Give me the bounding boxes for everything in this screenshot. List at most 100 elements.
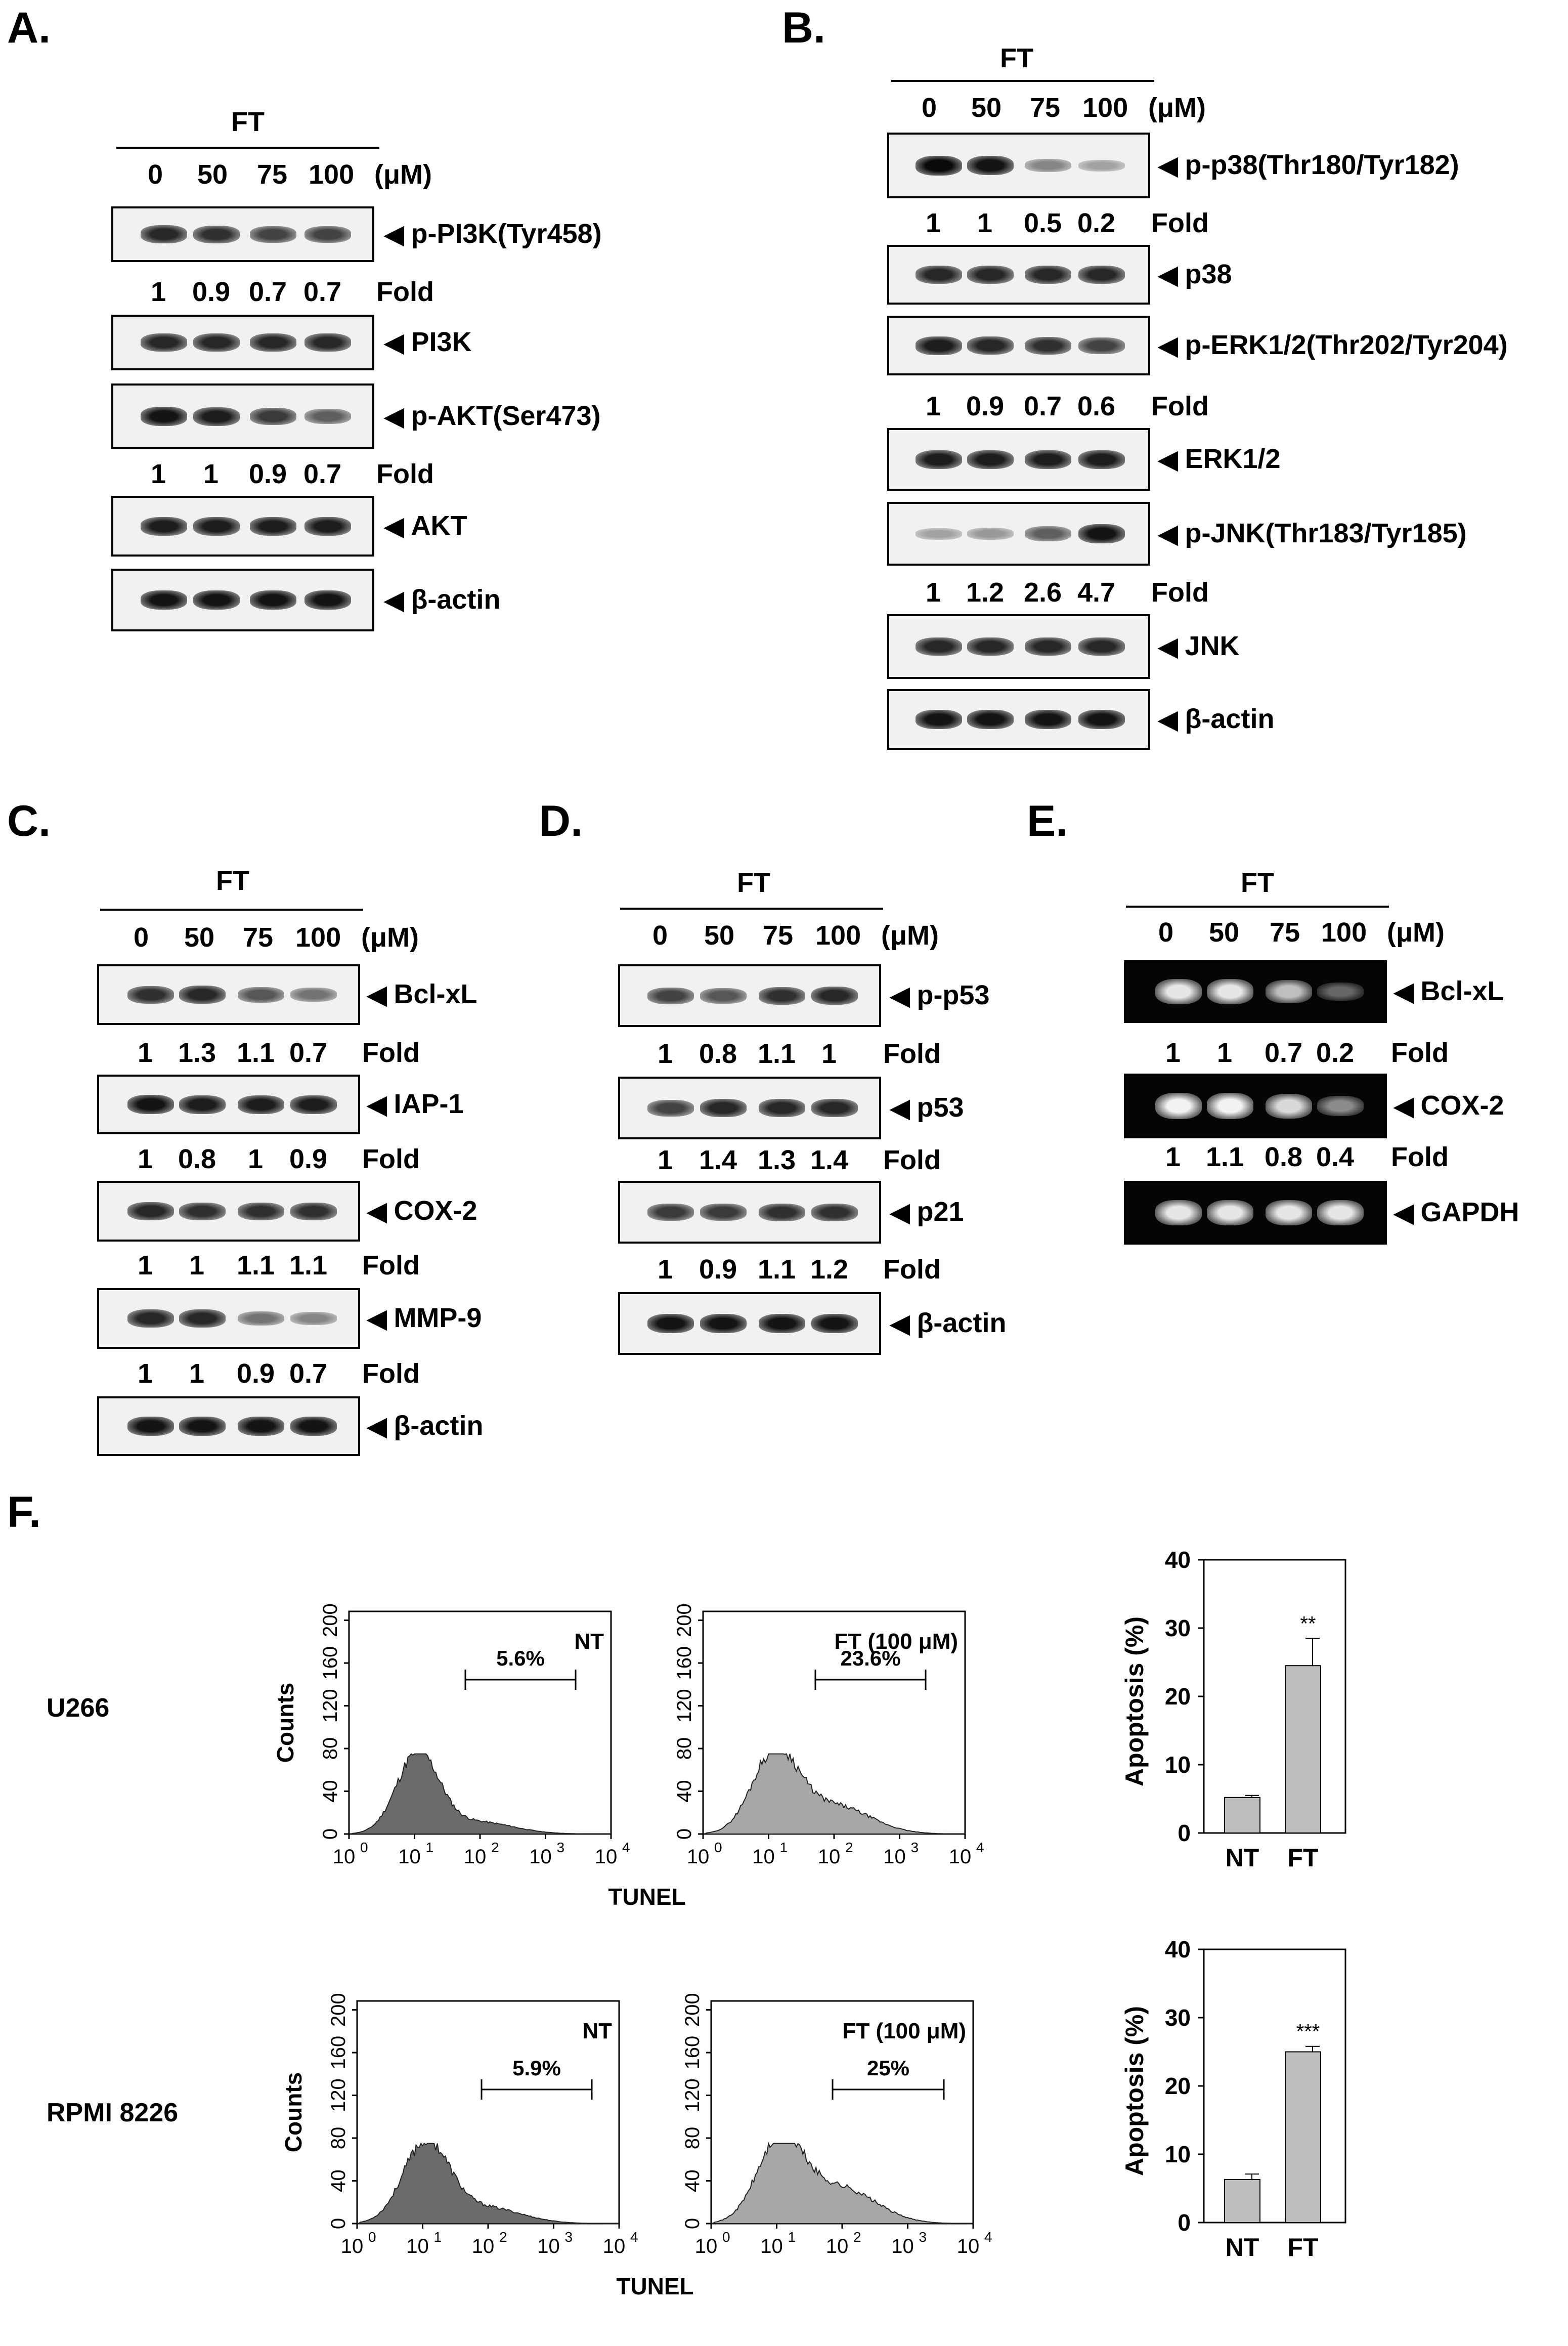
band bbox=[141, 407, 187, 426]
band bbox=[250, 590, 296, 610]
x-tick-exponent: 1 bbox=[434, 2229, 442, 2245]
band bbox=[1266, 1093, 1312, 1119]
dose-unit: (μM) bbox=[1387, 917, 1445, 948]
band bbox=[1078, 266, 1125, 284]
band bbox=[811, 987, 858, 1005]
blot-c-mmp-9 bbox=[97, 1288, 360, 1349]
fold-value: 1 bbox=[138, 1038, 153, 1068]
blot-label-text: β-actin bbox=[917, 1308, 1007, 1338]
band bbox=[250, 226, 296, 243]
fold-value: 1 bbox=[138, 1358, 153, 1389]
fold-value: 1 bbox=[151, 277, 166, 307]
fold-label: Fold bbox=[362, 1250, 420, 1281]
blot-label-text: MMP-9 bbox=[394, 1303, 482, 1333]
dose-unit: (μM) bbox=[374, 159, 432, 190]
x-tick-exponent: 3 bbox=[557, 1840, 565, 1855]
blot-label: ◀AKT bbox=[384, 510, 467, 541]
band bbox=[250, 333, 296, 352]
dose-100: 100 bbox=[1082, 93, 1128, 123]
y-tick-label: 200 bbox=[319, 1603, 341, 1637]
blot-label: ◀IAP-1 bbox=[367, 1088, 464, 1120]
y-tick-label: 30 bbox=[1165, 1615, 1191, 1641]
blot-label-text: IAP-1 bbox=[394, 1089, 464, 1119]
dose-unit: (μM) bbox=[881, 920, 939, 951]
bar-category-label: NT bbox=[1226, 1844, 1259, 1872]
fold-label: Fold bbox=[1151, 391, 1209, 421]
y-tick-label: 200 bbox=[327, 1993, 350, 2027]
fold-value: 0.8 bbox=[178, 1144, 216, 1174]
band bbox=[179, 1202, 226, 1220]
fold-value: 1.2 bbox=[966, 577, 1005, 608]
blot-b-p38 bbox=[887, 245, 1150, 305]
band bbox=[127, 1417, 174, 1436]
blot-label-text: PI3K bbox=[411, 327, 472, 357]
band bbox=[290, 1312, 337, 1325]
x-tick-exponent: 0 bbox=[714, 1840, 722, 1855]
blot-label-text: p-p53 bbox=[917, 980, 990, 1010]
band bbox=[304, 409, 351, 424]
x-tick-exponent: 2 bbox=[845, 1840, 853, 1855]
band bbox=[127, 1202, 174, 1220]
band bbox=[700, 988, 747, 1004]
bar bbox=[1224, 2179, 1260, 2223]
panel-letter-d: D. bbox=[539, 797, 583, 845]
band bbox=[304, 226, 351, 243]
blot-label-text: ERK1/2 bbox=[1185, 444, 1281, 474]
band bbox=[700, 1204, 747, 1221]
blot-label: ◀p-AKT(Ser473) bbox=[384, 400, 601, 432]
band bbox=[304, 590, 351, 610]
blot-e-bcl-xl bbox=[1124, 960, 1387, 1023]
cell-line-label: U266 bbox=[47, 1693, 110, 1723]
fold-value: 1 bbox=[926, 208, 941, 238]
treatment-bracket bbox=[891, 80, 1154, 82]
band bbox=[179, 1417, 226, 1436]
blot-label-text: p-AKT(Ser473) bbox=[411, 401, 601, 431]
dose-0: 0 bbox=[922, 93, 937, 123]
blot-label-text: p53 bbox=[917, 1092, 964, 1123]
band bbox=[916, 155, 962, 176]
dose-75: 75 bbox=[1030, 93, 1061, 123]
dose-100: 100 bbox=[1321, 917, 1367, 948]
y-tick-label: 40 bbox=[327, 2169, 350, 2192]
dose-100: 100 bbox=[815, 920, 861, 951]
blot-label: ◀COX-2 bbox=[367, 1195, 477, 1226]
fold-value: 1.1 bbox=[1206, 1142, 1244, 1172]
blot-label-text: p-JNK(Thr183/Tyr185) bbox=[1185, 518, 1467, 548]
blot-e-gapdh bbox=[1124, 1181, 1387, 1245]
y-tick-label: 80 bbox=[681, 2127, 704, 2150]
fold-value: 1 bbox=[203, 459, 219, 489]
dose-100: 100 bbox=[295, 922, 341, 953]
x-tick-exponent: 0 bbox=[368, 2229, 376, 2245]
bar bbox=[1285, 1665, 1321, 1833]
gate-percent: 5.6% bbox=[496, 1646, 545, 1670]
x-axis-label: TUNEL bbox=[608, 1884, 685, 1910]
band bbox=[238, 1417, 284, 1436]
blot-label: ◀Bcl-xL bbox=[367, 978, 477, 1010]
dose-75: 75 bbox=[257, 159, 288, 190]
band bbox=[916, 450, 962, 469]
band bbox=[916, 336, 962, 355]
x-tick-exponent: 3 bbox=[565, 2229, 573, 2245]
dose-unit: (μM) bbox=[1148, 93, 1206, 123]
band bbox=[700, 1099, 747, 1117]
band bbox=[290, 1095, 337, 1114]
histogram-trace bbox=[357, 2142, 619, 2224]
blot-label-text: p-PI3K(Tyr458) bbox=[411, 219, 602, 249]
band bbox=[1317, 1200, 1364, 1225]
x-tick-exponent: 3 bbox=[919, 2229, 927, 2245]
histogram-tag: NT bbox=[582, 2019, 612, 2043]
band bbox=[238, 1202, 284, 1220]
x-tick-label: 10 bbox=[818, 1846, 841, 1868]
band bbox=[967, 637, 1014, 656]
band bbox=[127, 986, 174, 1004]
y-tick-label: 80 bbox=[327, 2127, 350, 2150]
blot-label: ◀MMP-9 bbox=[367, 1302, 482, 1334]
blot-label-text: β-actin bbox=[394, 1411, 484, 1441]
x-tick-exponent: 1 bbox=[426, 1840, 434, 1855]
band bbox=[916, 266, 962, 284]
bar-chart-frame bbox=[1203, 1559, 1346, 1834]
blot-label-text: p38 bbox=[1185, 259, 1232, 289]
x-tick-label: 10 bbox=[603, 2235, 626, 2257]
dose-75: 75 bbox=[763, 920, 794, 951]
x-tick-label: 10 bbox=[826, 2235, 849, 2257]
